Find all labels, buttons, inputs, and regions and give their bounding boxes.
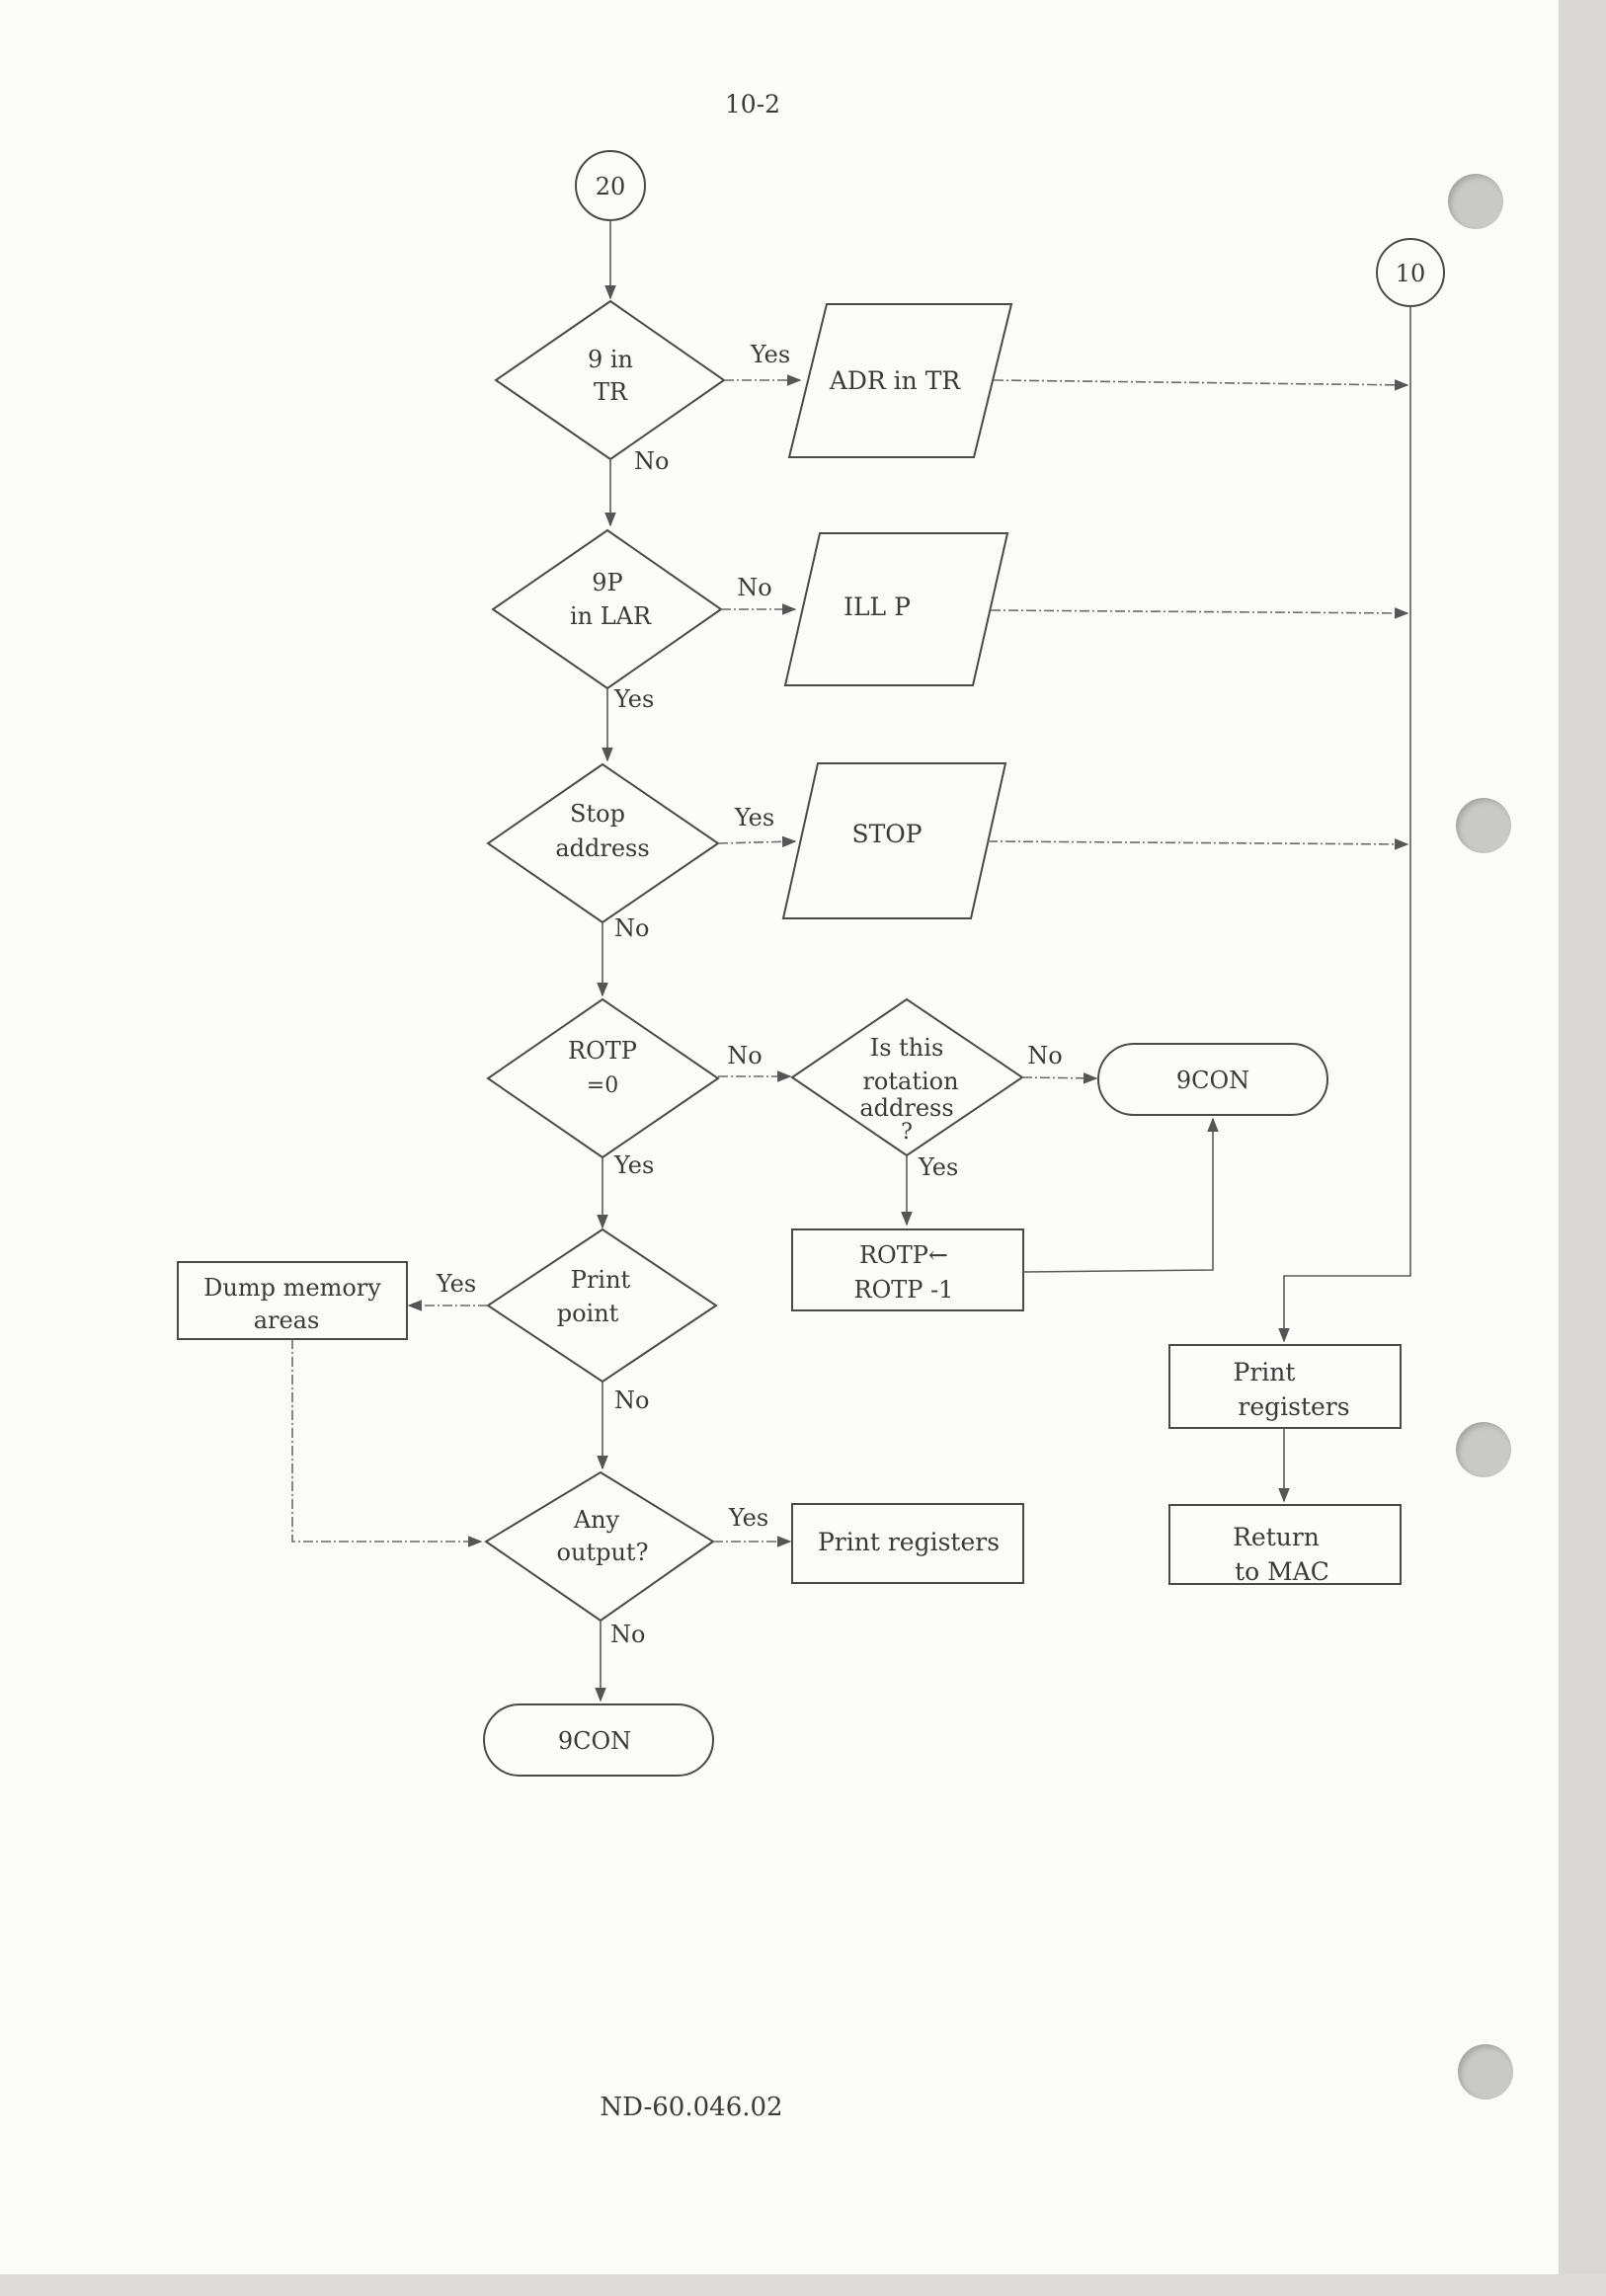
decision-label: ROTP bbox=[568, 1037, 637, 1065]
terminal-label: 9CON bbox=[1176, 1067, 1249, 1094]
io-stop bbox=[781, 762, 1007, 919]
decision-label: address bbox=[859, 1094, 953, 1122]
process-label: Return bbox=[1233, 1523, 1320, 1551]
io-label: STOP bbox=[851, 820, 922, 848]
branch-label: No bbox=[727, 1042, 762, 1069]
process-return-to-mac bbox=[1168, 1504, 1402, 1585]
branch-label: No bbox=[614, 914, 649, 942]
binder-hole-icon bbox=[1456, 798, 1511, 853]
decision-label: Print bbox=[571, 1266, 631, 1294]
edge bbox=[291, 1339, 483, 1547]
connector-20-label: 20 bbox=[596, 173, 626, 200]
branch-label: Yes bbox=[734, 804, 774, 831]
decision-label: ? bbox=[901, 1120, 913, 1145]
edge bbox=[1022, 1117, 1219, 1273]
edge bbox=[990, 607, 1409, 619]
branch-label: No bbox=[737, 574, 771, 601]
branch-label: Yes bbox=[613, 685, 654, 713]
decision-label: output? bbox=[557, 1539, 649, 1566]
edge bbox=[717, 835, 797, 848]
process-label: Print registers bbox=[818, 1528, 1000, 1556]
process-label: ROTP -1 bbox=[854, 1276, 954, 1304]
branch-label: Yes bbox=[436, 1270, 476, 1298]
branch-label: No bbox=[610, 1621, 645, 1648]
decision-label: Is this bbox=[870, 1034, 944, 1062]
process-label: to MAC bbox=[1235, 1557, 1329, 1586]
decision-label: 9P bbox=[592, 569, 622, 596]
connector-10-label: 10 bbox=[1396, 260, 1426, 287]
binder-hole-icon bbox=[1448, 174, 1503, 229]
binder-hole-icon bbox=[1458, 2044, 1513, 2099]
edge bbox=[987, 838, 1409, 850]
branch-label: Yes bbox=[728, 1504, 768, 1532]
branch-label: Yes bbox=[918, 1153, 958, 1181]
process-label: registers bbox=[1238, 1392, 1349, 1421]
page-number: 10-2 bbox=[725, 90, 780, 119]
branch-label: Yes bbox=[613, 1151, 654, 1179]
terminal-label: 9CON bbox=[558, 1727, 631, 1755]
page-edge-right bbox=[1559, 0, 1606, 2296]
decision-label: 9 in bbox=[588, 346, 633, 373]
io-ill-p bbox=[783, 532, 1009, 686]
process-label: areas bbox=[254, 1306, 320, 1334]
decision-label: TR bbox=[594, 378, 628, 406]
decision-label: point bbox=[557, 1300, 619, 1327]
process-label: Dump memory bbox=[203, 1274, 381, 1302]
edge bbox=[993, 379, 1409, 391]
decision-label: rotation bbox=[862, 1068, 958, 1095]
process-print-registers bbox=[791, 1503, 1024, 1584]
branch-label: No bbox=[634, 447, 669, 475]
decision-label: =0 bbox=[587, 1073, 618, 1098]
decision-label: address bbox=[555, 834, 649, 862]
decision-label: Any bbox=[573, 1506, 620, 1534]
terminal-9con bbox=[483, 1703, 714, 1777]
page-edge-bottom bbox=[0, 2274, 1606, 2296]
decision-label: in LAR bbox=[570, 602, 652, 630]
edge bbox=[1278, 306, 1411, 1343]
document-id: ND-60.046.02 bbox=[600, 2093, 782, 2122]
process-label: Print bbox=[1234, 1358, 1296, 1386]
branch-label: Yes bbox=[750, 341, 790, 368]
process-rotp-decrement bbox=[791, 1228, 1024, 1311]
branch-label: No bbox=[614, 1386, 649, 1414]
branch-label: No bbox=[1027, 1042, 1062, 1069]
terminal-9con bbox=[1097, 1043, 1328, 1116]
io-label: ILL P bbox=[843, 593, 911, 621]
edge bbox=[1021, 1072, 1098, 1084]
binder-hole-icon bbox=[1456, 1422, 1511, 1477]
io-label: ADR in TR bbox=[829, 366, 962, 395]
process-label: ROTP← bbox=[859, 1241, 948, 1269]
io-adr-in-tr bbox=[787, 303, 1013, 458]
process-print-registers-right bbox=[1168, 1344, 1402, 1429]
decision-label: Stop bbox=[570, 800, 625, 828]
